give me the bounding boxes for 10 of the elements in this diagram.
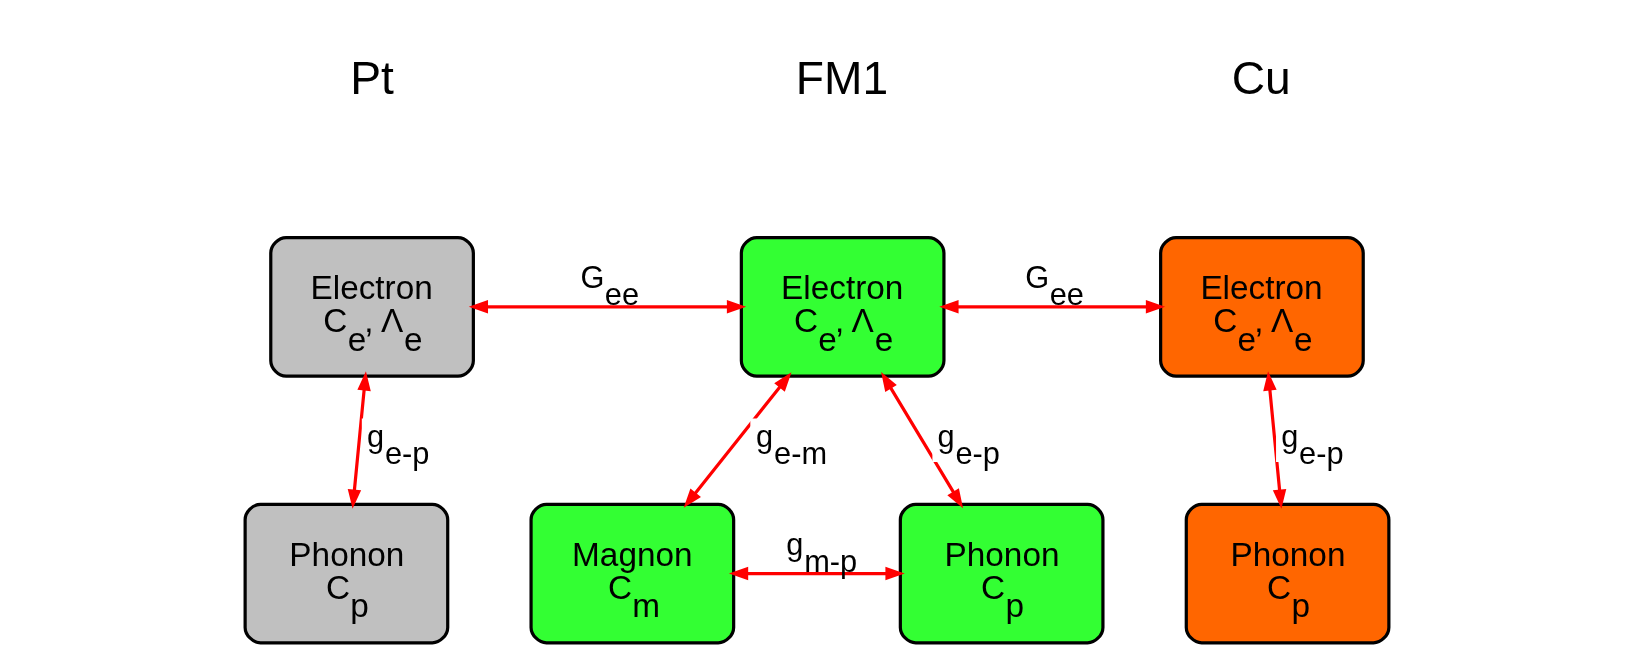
arrow — [728, 566, 905, 581]
arrow — [939, 300, 1166, 314]
label: Cu — [1231, 51, 1291, 104]
label: Pt — [350, 51, 394, 104]
arrow — [881, 372, 964, 509]
arrow — [468, 300, 747, 314]
arrow — [347, 371, 371, 509]
label: FM1 — [795, 51, 889, 104]
arrow — [683, 372, 792, 508]
arrow — [1263, 371, 1287, 509]
